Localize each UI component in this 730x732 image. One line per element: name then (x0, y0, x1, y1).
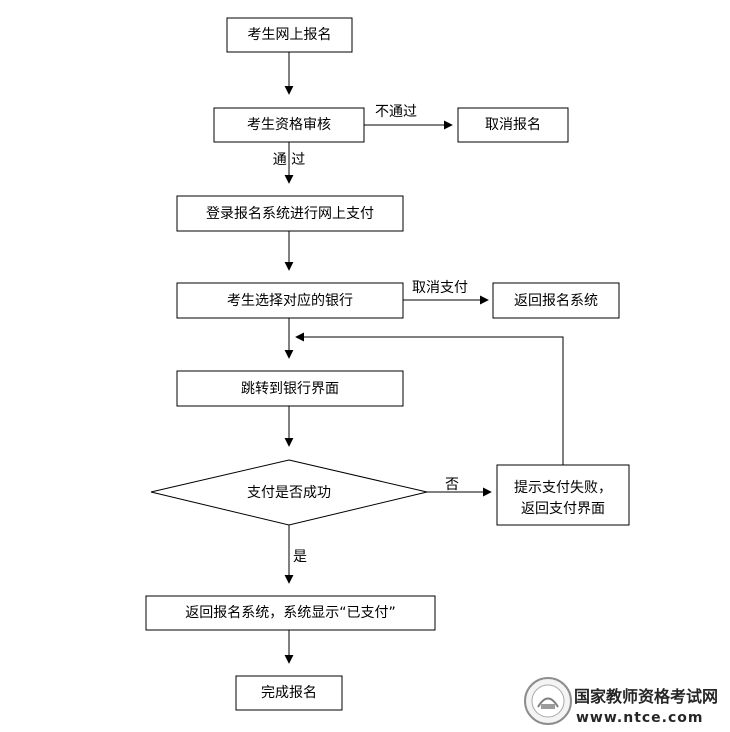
node-jump-bank: 跳转到银行界面 (176, 370, 404, 407)
label-not-pass: 不通过 (375, 104, 417, 120)
node-select-bank: 考生选择对应的银行 (176, 282, 404, 319)
svg-text:完成报名: 完成报名 (261, 685, 317, 701)
svg-text:考生网上报名: 考生网上报名 (248, 27, 332, 43)
svg-text:取消报名: 取消报名 (485, 117, 541, 133)
node-cancel-registration: 取消报名 (457, 107, 569, 143)
node-payment-failed: 提示支付失败， 返回支付界面 (496, 464, 630, 526)
svg-text:考生选择对应的银行: 考生选择对应的银行 (227, 292, 353, 309)
node-return-system: 返回报名系统 (492, 282, 620, 319)
svg-text:提示支付失败，: 提示支付失败， (514, 480, 612, 496)
watermark-logo-icon (524, 677, 572, 725)
node-qualification-review: 考生资格审核 (213, 107, 365, 143)
decision-pay-success: 支付是否成功 (150, 459, 428, 526)
svg-text:登录报名系统进行网上支付: 登录报名系统进行网上支付 (206, 206, 374, 222)
watermark-url: www.ntce.com (576, 710, 704, 726)
arrow-fail-loop-back (295, 332, 564, 465)
label-no: 否 (445, 477, 459, 493)
svg-text:跳转到银行界面: 跳转到银行界面 (241, 381, 339, 397)
svg-text:返回报名系统: 返回报名系统 (514, 293, 598, 309)
svg-text:支付是否成功: 支付是否成功 (247, 485, 331, 501)
label-pass: 通 过 (273, 152, 305, 168)
node-register-online: 考生网上报名 (226, 17, 353, 53)
label-cancel-payment: 取消支付 (412, 280, 468, 296)
label-yes: 是 (293, 549, 307, 565)
node-return-paid: 返回报名系统，系统显示“已支付” (145, 595, 436, 631)
watermark: 国家教师资格考试网 www.ntce.com (524, 677, 718, 726)
node-login-pay: 登录报名系统进行网上支付 (176, 195, 404, 232)
svg-text:返回支付界面: 返回支付界面 (521, 501, 605, 517)
svg-text:返回报名系统，系统显示“已支付”: 返回报名系统，系统显示“已支付” (185, 605, 396, 621)
svg-text:考生资格审核: 考生资格审核 (247, 117, 331, 133)
node-complete: 完成报名 (235, 675, 343, 711)
watermark-site-name: 国家教师资格考试网 (574, 687, 718, 706)
